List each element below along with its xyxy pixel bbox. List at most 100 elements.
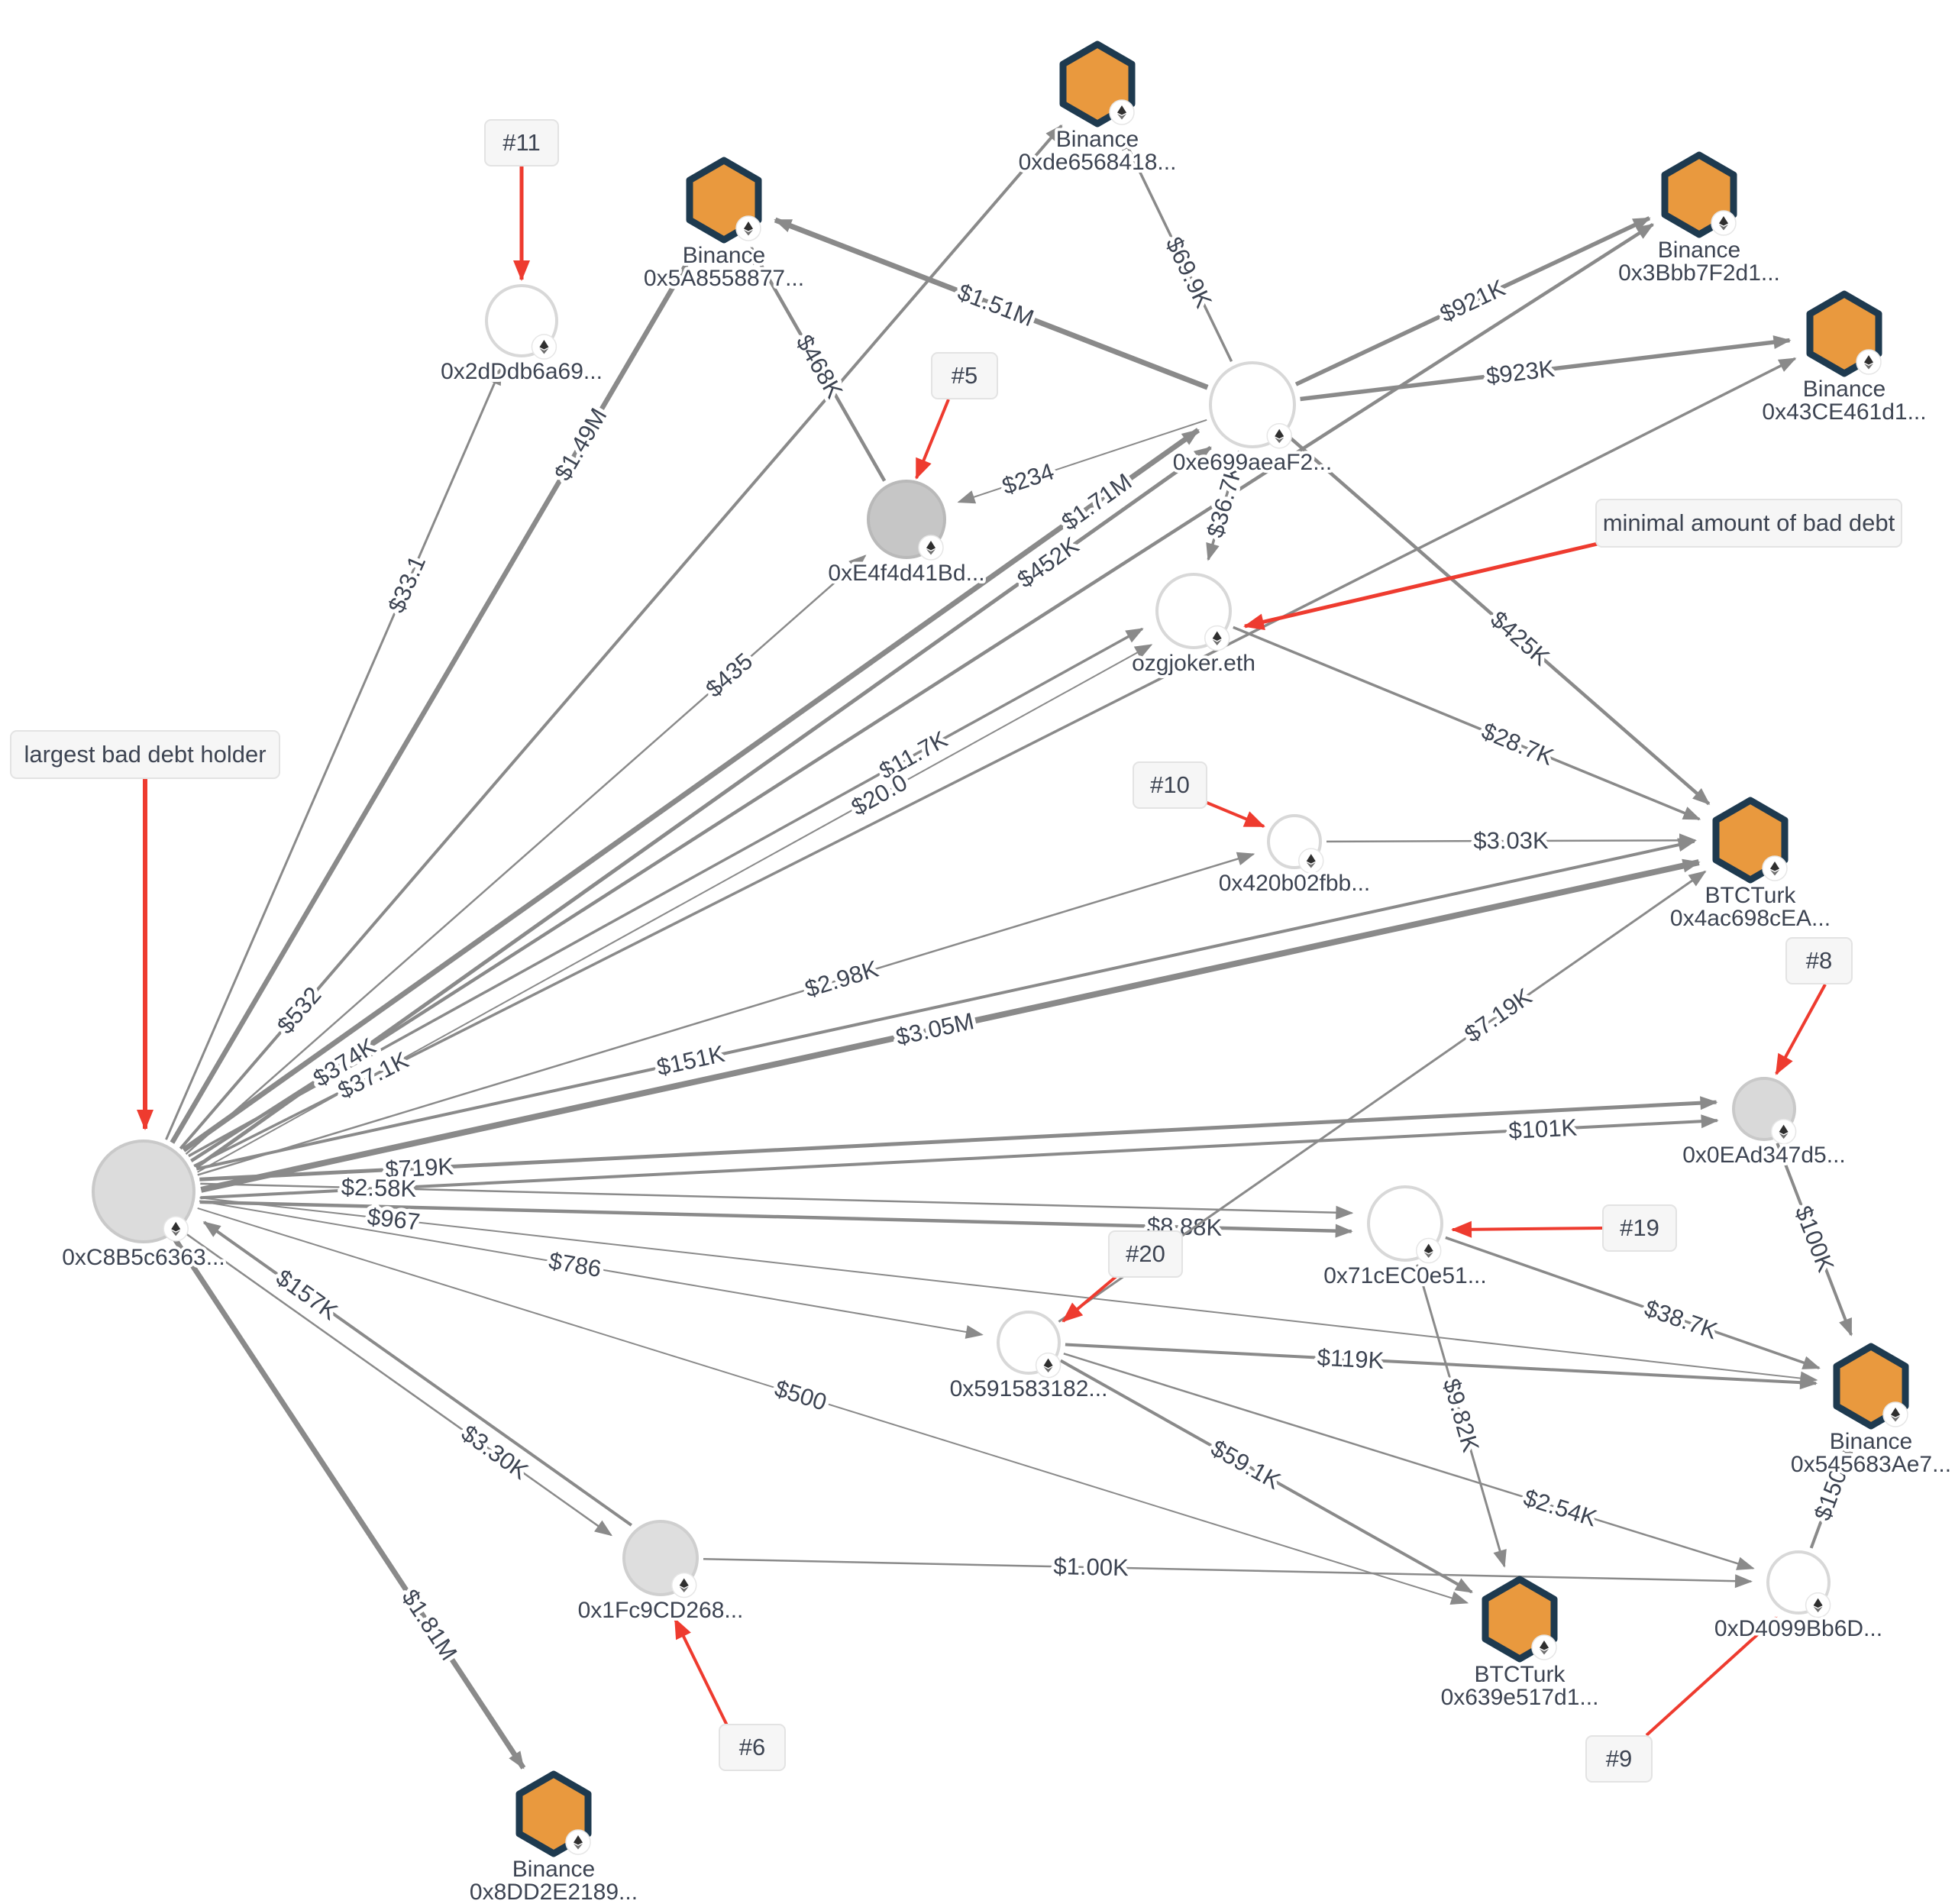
annotation-largest-bad-debt-holder: largest bad debt holder xyxy=(10,730,280,779)
transfer-amount-label: $7.19K xyxy=(1459,983,1537,1048)
annotation-box xyxy=(1785,937,1853,984)
transfer-edge-e4f4-b5a85[interactable] xyxy=(749,246,887,482)
transfer-edge-c8b5-b43ce[interactable] xyxy=(193,357,1797,1168)
node-n71c[interactable]: 0x71cEC0e51... xyxy=(1320,1185,1490,1291)
transfer-edge-n420b-t4ac[interactable] xyxy=(1326,833,1698,848)
annotation-arrow-rank-5 xyxy=(915,399,950,480)
transfer-edge-n71c-b5456[interactable] xyxy=(1445,1236,1821,1369)
annotation-text: #9 xyxy=(1606,1745,1632,1772)
node-address-label: 0xE4f4d41Bd... xyxy=(828,561,984,586)
annotation-rank-9: #9 xyxy=(1585,1735,1653,1783)
transfer-edge-c8b5-n2ddd[interactable] xyxy=(165,367,502,1140)
transfer-edge-c8b5-ozg[interactable] xyxy=(188,627,1144,1158)
node-e699[interactable]: 0xe699aeaF2... xyxy=(1170,361,1335,478)
transfer-edge-c8b5-b3bbb[interactable] xyxy=(190,222,1655,1162)
transfer-edge-c8b5-t4ac[interactable] xyxy=(200,858,1701,1193)
node-c8b5[interactable]: 0xC8B5c6363... xyxy=(59,1139,228,1273)
transfer-edge-n5915-b5456[interactable] xyxy=(1065,1343,1818,1390)
transfer-edge-nd409-b5456[interactable] xyxy=(1809,1436,1853,1549)
transfer-edge-c8b5-n5915[interactable] xyxy=(199,1200,984,1339)
transfer-edge-c8b5-n71c[interactable] xyxy=(199,1200,1353,1238)
node-n0ead[interactable]: 0x0EAd347d5... xyxy=(1679,1077,1849,1171)
node-n1fc9[interactable]: 0x1Fc9CD268... xyxy=(575,1520,746,1626)
ethereum-icon xyxy=(1856,349,1882,375)
node-address-label: 0x0EAd347d5... xyxy=(1682,1143,1846,1168)
transfer-amount-label: $38.7K xyxy=(1641,1295,1721,1345)
transfer-edge-e699-ozg[interactable] xyxy=(1206,451,1241,561)
annotation-arrow-rank-20 xyxy=(1062,1275,1118,1323)
node-n2ddd[interactable]: 0x2dDdb6a69... xyxy=(438,284,606,387)
transfer-edge-n5915-nd409[interactable] xyxy=(1063,1353,1755,1570)
transfer-edge-c8b5-n0ead[interactable] xyxy=(200,1114,1719,1200)
annotation-rank-11: #11 xyxy=(484,119,559,166)
transfer-edge-e699-b43ce[interactable] xyxy=(1300,335,1792,402)
transfer-edge-c8b5-t4ac[interactable] xyxy=(196,838,1696,1171)
transfer-edge-e699-b5a85[interactable] xyxy=(774,217,1209,390)
node-nd409[interactable]: 0xD4099Bb6D... xyxy=(1711,1550,1886,1644)
transfer-edge-n0ead-b5456[interactable] xyxy=(1776,1143,1853,1337)
transfer-edge-c8b5-b5a85[interactable] xyxy=(170,246,699,1144)
transfer-edge-e699-e4f4[interactable] xyxy=(957,419,1207,504)
transfer-amount-label: $425K xyxy=(1485,606,1555,671)
annotation-minimal-bad-debt: minimal amount of bad debt xyxy=(1595,499,1902,548)
transfer-edge-ozg-t4ac[interactable] xyxy=(1233,626,1701,821)
annotation-rank-5: #5 xyxy=(931,352,998,399)
node-ozg[interactable]: ozgjoker.eth xyxy=(1129,573,1259,679)
annotation-box xyxy=(484,119,559,166)
transfer-edge-c8b5-e4f4[interactable] xyxy=(185,554,867,1156)
transfer-amount-label: $234 xyxy=(999,457,1057,499)
wallet-circle[interactable] xyxy=(92,1139,196,1243)
transfer-edge-c8b5-b8dd2[interactable] xyxy=(172,1236,526,1770)
node-e4f4[interactable]: 0xE4f4d41Bd... xyxy=(825,480,988,589)
transfer-edge-c8b5-n1fc9[interactable] xyxy=(183,1231,613,1537)
annotation-box xyxy=(1585,1735,1653,1783)
transfer-edge-c8b5-b5456[interactable] xyxy=(199,1197,1818,1385)
annotation-text: #19 xyxy=(1620,1214,1659,1241)
transfer-edge-c8b5-n0ead[interactable] xyxy=(199,1096,1718,1182)
transfer-edge-e699-b3bbb[interactable] xyxy=(1294,216,1651,386)
transfer-edge-c8b5-bde65[interactable] xyxy=(179,124,1063,1150)
node-n420b[interactable]: 0x420b02fbb... xyxy=(1216,814,1373,899)
annotation-rank-20: #20 xyxy=(1108,1230,1183,1278)
transfer-edge-e699-bde65[interactable] xyxy=(1120,132,1233,363)
transfer-amount-label: $101K xyxy=(1508,1114,1579,1144)
node-address-label: 0x591583182... xyxy=(950,1376,1108,1401)
transfer-edge-e699-t4ac[interactable] xyxy=(1287,435,1711,806)
node-address-label: 0xD4099Bb6D... xyxy=(1714,1616,1882,1641)
transfer-edge-n5915-t639e[interactable] xyxy=(1059,1359,1474,1594)
transfer-amount-label: $9.82K xyxy=(1438,1375,1485,1455)
annotation-box xyxy=(719,1724,786,1771)
transfer-edge-c8b5-e699[interactable] xyxy=(195,445,1212,1169)
transfer-edge-n1fc9-nd409[interactable] xyxy=(703,1557,1753,1589)
transfer-edge-c8b5-t639e[interactable] xyxy=(197,1207,1469,1605)
ethereum-icon xyxy=(1109,99,1135,125)
transfer-amount-label: $1.00K xyxy=(1053,1553,1129,1581)
transfer-edge-n71c-t639e[interactable] xyxy=(1416,1264,1507,1568)
annotation-box xyxy=(931,352,998,399)
transfer-edge-c8b5-n420b[interactable] xyxy=(197,852,1255,1176)
annotation-text: #11 xyxy=(502,129,540,156)
annotation-arrow-rank-6 xyxy=(674,1618,729,1726)
annotation-box xyxy=(1595,499,1902,548)
transfer-amount-label: $2.98K xyxy=(802,955,881,1003)
edges-layer: $33.1$1.49M$435$532$1.71M$452K$11.7K$20.… xyxy=(165,124,1862,1770)
annotation-rank-6: #6 xyxy=(719,1724,786,1771)
transfer-edge-c8b5-n71c[interactable] xyxy=(200,1182,1354,1220)
transfer-edge-c8b5-e699[interactable] xyxy=(182,428,1200,1152)
node-n5915[interactable]: 0x591583182... xyxy=(947,1311,1110,1405)
ethereum-icon xyxy=(1531,1634,1557,1660)
annotation-text: #8 xyxy=(1806,947,1832,974)
annotation-arrow-rank-8 xyxy=(1775,984,1827,1075)
transfer-edge-n1fc9-c8b5[interactable] xyxy=(202,1220,632,1527)
